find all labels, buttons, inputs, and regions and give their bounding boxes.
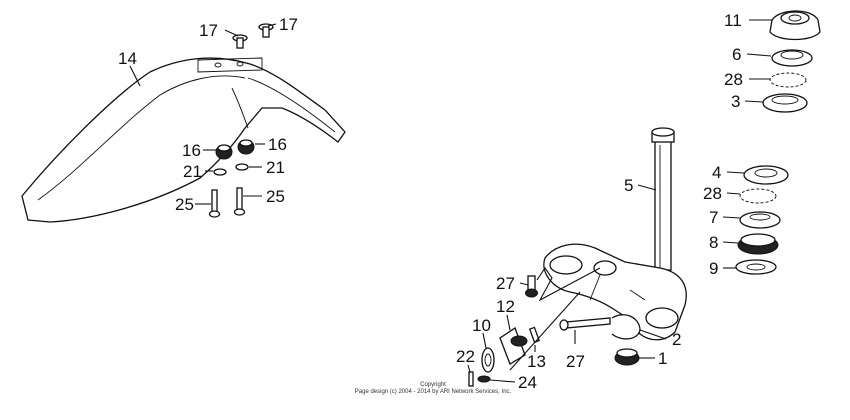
callout-24: 24 [518,373,537,392]
bottom-bridge [543,243,687,341]
dust-seal-8 [737,233,779,255]
callout-27b: 27 [566,352,585,371]
callout-25b: 25 [266,187,285,206]
collar-16b [237,139,255,155]
cap-10 [481,347,495,373]
callout-28a: 28 [724,70,743,89]
top-ball-race-3 [762,93,808,113]
steel-balls-28b [739,188,777,204]
callout-16b: 16 [268,135,287,154]
callout-11: 11 [724,11,742,30]
callout-9: 9 [709,259,718,278]
front-fender [21,57,346,223]
callout-1: 1 [658,349,667,368]
callout-22: 22 [456,347,475,366]
washer-24 [477,375,491,383]
steering-stem [651,127,675,271]
callout-28b: 28 [703,184,722,203]
callout-5: 5 [624,176,633,195]
rubber-collar-12 [499,327,528,365]
fender-bolt-17b [258,23,274,38]
pinch-bolt-27b [559,317,611,331]
callout-21a: 21 [183,162,202,181]
callout-6: 6 [732,45,741,64]
callout-labels: 17 17 14 16 16 21 21 25 25 5 11 6 28 3 4… [118,11,743,392]
callout-14: 14 [118,49,137,68]
callout-3: 3 [731,92,740,111]
stem-nut-11 [769,10,821,41]
steel-balls-28a [769,72,807,88]
screw-22 [468,371,474,387]
dust-seal-1 [614,348,640,366]
callout-2: 2 [672,330,681,349]
copyright-notice: Page design (c) 2004 - 2014 by ARI Netwo… [354,389,512,395]
copyright-label: Copyright [420,382,446,388]
washer-21b [235,163,249,171]
bolt-25b [233,187,246,216]
callout-21b: 21 [266,158,285,177]
callout-12: 12 [496,297,515,316]
callout-4: 4 [712,163,721,182]
screw-13 [528,326,541,344]
bolt-25a [208,189,221,218]
pinch-bolt-27a [525,275,538,298]
collar-16a [215,144,233,160]
bottom-cone-race-7 [739,211,781,229]
callout-10: 10 [472,316,491,335]
top-cone-race-6 [771,49,813,67]
callout-17b: 17 [279,15,298,34]
washer-21a [213,168,227,176]
callout-27a: 27 [496,274,515,293]
callout-17a: 17 [199,21,218,40]
callout-16a: 16 [182,141,201,160]
washer-9 [735,259,777,275]
leader-lines [129,19,772,383]
callout-8: 8 [709,233,718,252]
copyright-footer: Copyright Page design (c) 2004 - 2014 by… [338,382,528,396]
callout-13: 13 [527,352,546,371]
bottom-ball-race-4 [743,165,789,185]
fender-bolt-17a [232,34,248,49]
callout-25a: 25 [175,195,194,214]
callout-7: 7 [709,208,718,227]
